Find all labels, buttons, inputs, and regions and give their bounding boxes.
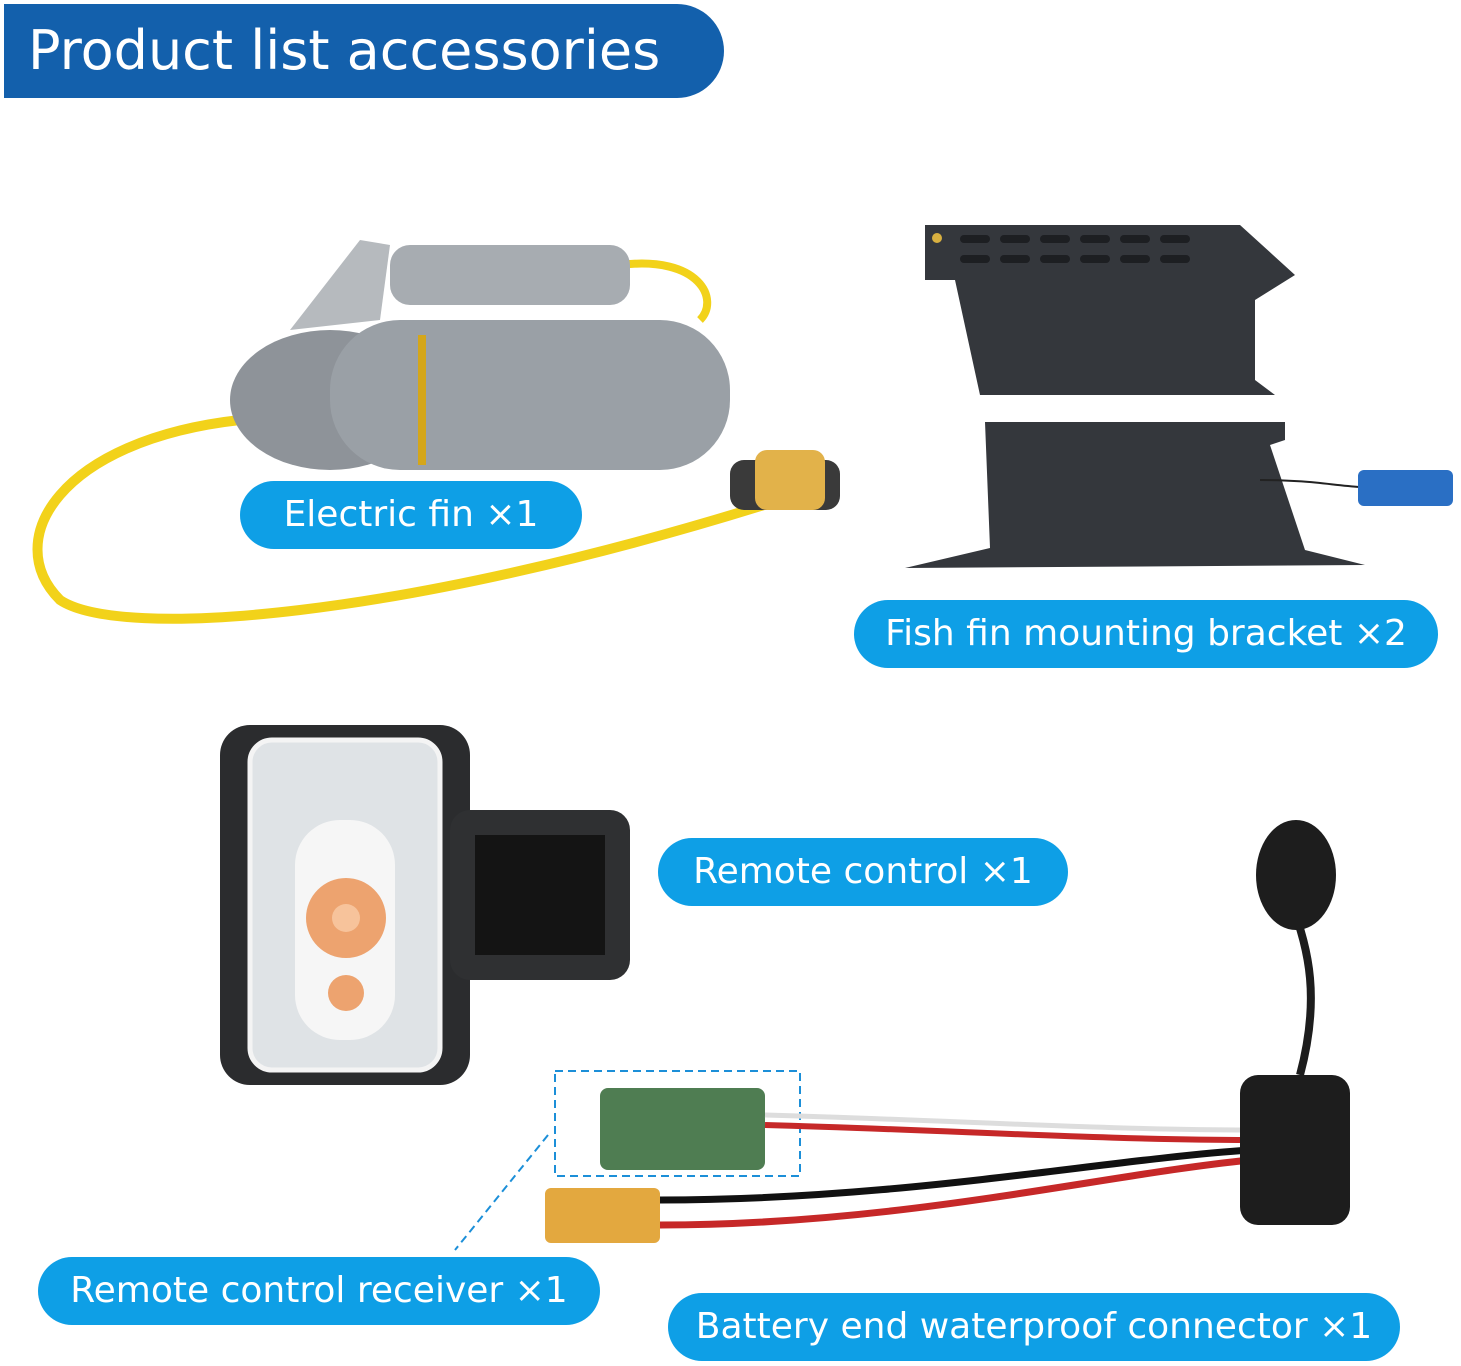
electric-fin-image <box>32 240 840 624</box>
page-title: Product list accessories <box>4 4 724 98</box>
receiver-label: Remote control receiver ×1 <box>38 1257 600 1325</box>
remote-control-label: Remote control ×1 <box>658 838 1068 906</box>
receiver-connector-image <box>454 820 1350 1251</box>
electric-fin-label: Electric fin ×1 <box>240 481 582 549</box>
connector-label: Battery end waterproof connector ×1 <box>668 1293 1400 1361</box>
mounting-bracket-label: Fish fin mounting bracket ×2 <box>854 600 1438 668</box>
remote-control-image <box>220 725 630 1085</box>
mounting-bracket-image <box>905 225 1453 568</box>
